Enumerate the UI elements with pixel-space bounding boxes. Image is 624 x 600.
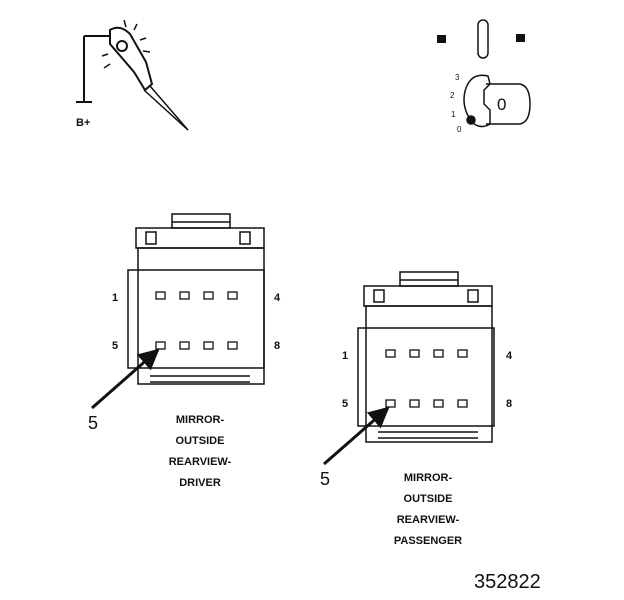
driver-callout-label: 5 [88,413,99,433]
passenger-callout-label: 5 [320,469,331,489]
ignition-key-icon [437,19,531,128]
ignition-key-mark: 0 [497,95,507,114]
driver-pin-5: 5 [112,340,119,352]
ignition-position-3: 3 [455,73,460,82]
passenger-connector [357,271,495,443]
driver-connector-caption: MIRROR- OUTSIDE REARVIEW- DRIVER [140,410,260,494]
caption-line: MIRROR- [175,414,225,426]
battery-label: B+ [76,117,91,129]
driver-pin-1: 1 [112,292,119,304]
passenger-pin-5: 5 [342,398,349,410]
figure-number: 352822 [474,571,541,593]
caption-line: REARVIEW- [168,456,232,468]
ignition-position-1: 1 [451,110,456,119]
driver-connector [127,213,265,385]
ignition-position-2: 2 [450,91,455,100]
caption-line: PASSENGER [393,535,463,547]
driver-pin-8: 8 [274,340,281,352]
caption-line: DRIVER [179,477,221,489]
passenger-connector-caption: MIRROR- OUTSIDE REARVIEW- PASSENGER [368,468,488,552]
caption-line: MIRROR- [403,472,453,484]
passenger-pin-4: 4 [506,350,513,362]
ignition-position-0: 0 [457,125,462,134]
passenger-pin-8: 8 [506,398,513,410]
driver-callout-arrow [91,348,160,410]
test-light-probe-icon [76,19,189,131]
passenger-callout-arrow [323,406,390,466]
caption-line: OUTSIDE [175,435,225,447]
caption-line: REARVIEW- [396,514,460,526]
passenger-pin-1: 1 [342,350,349,362]
caption-line: OUTSIDE [403,493,453,505]
driver-pin-4: 4 [274,292,281,304]
